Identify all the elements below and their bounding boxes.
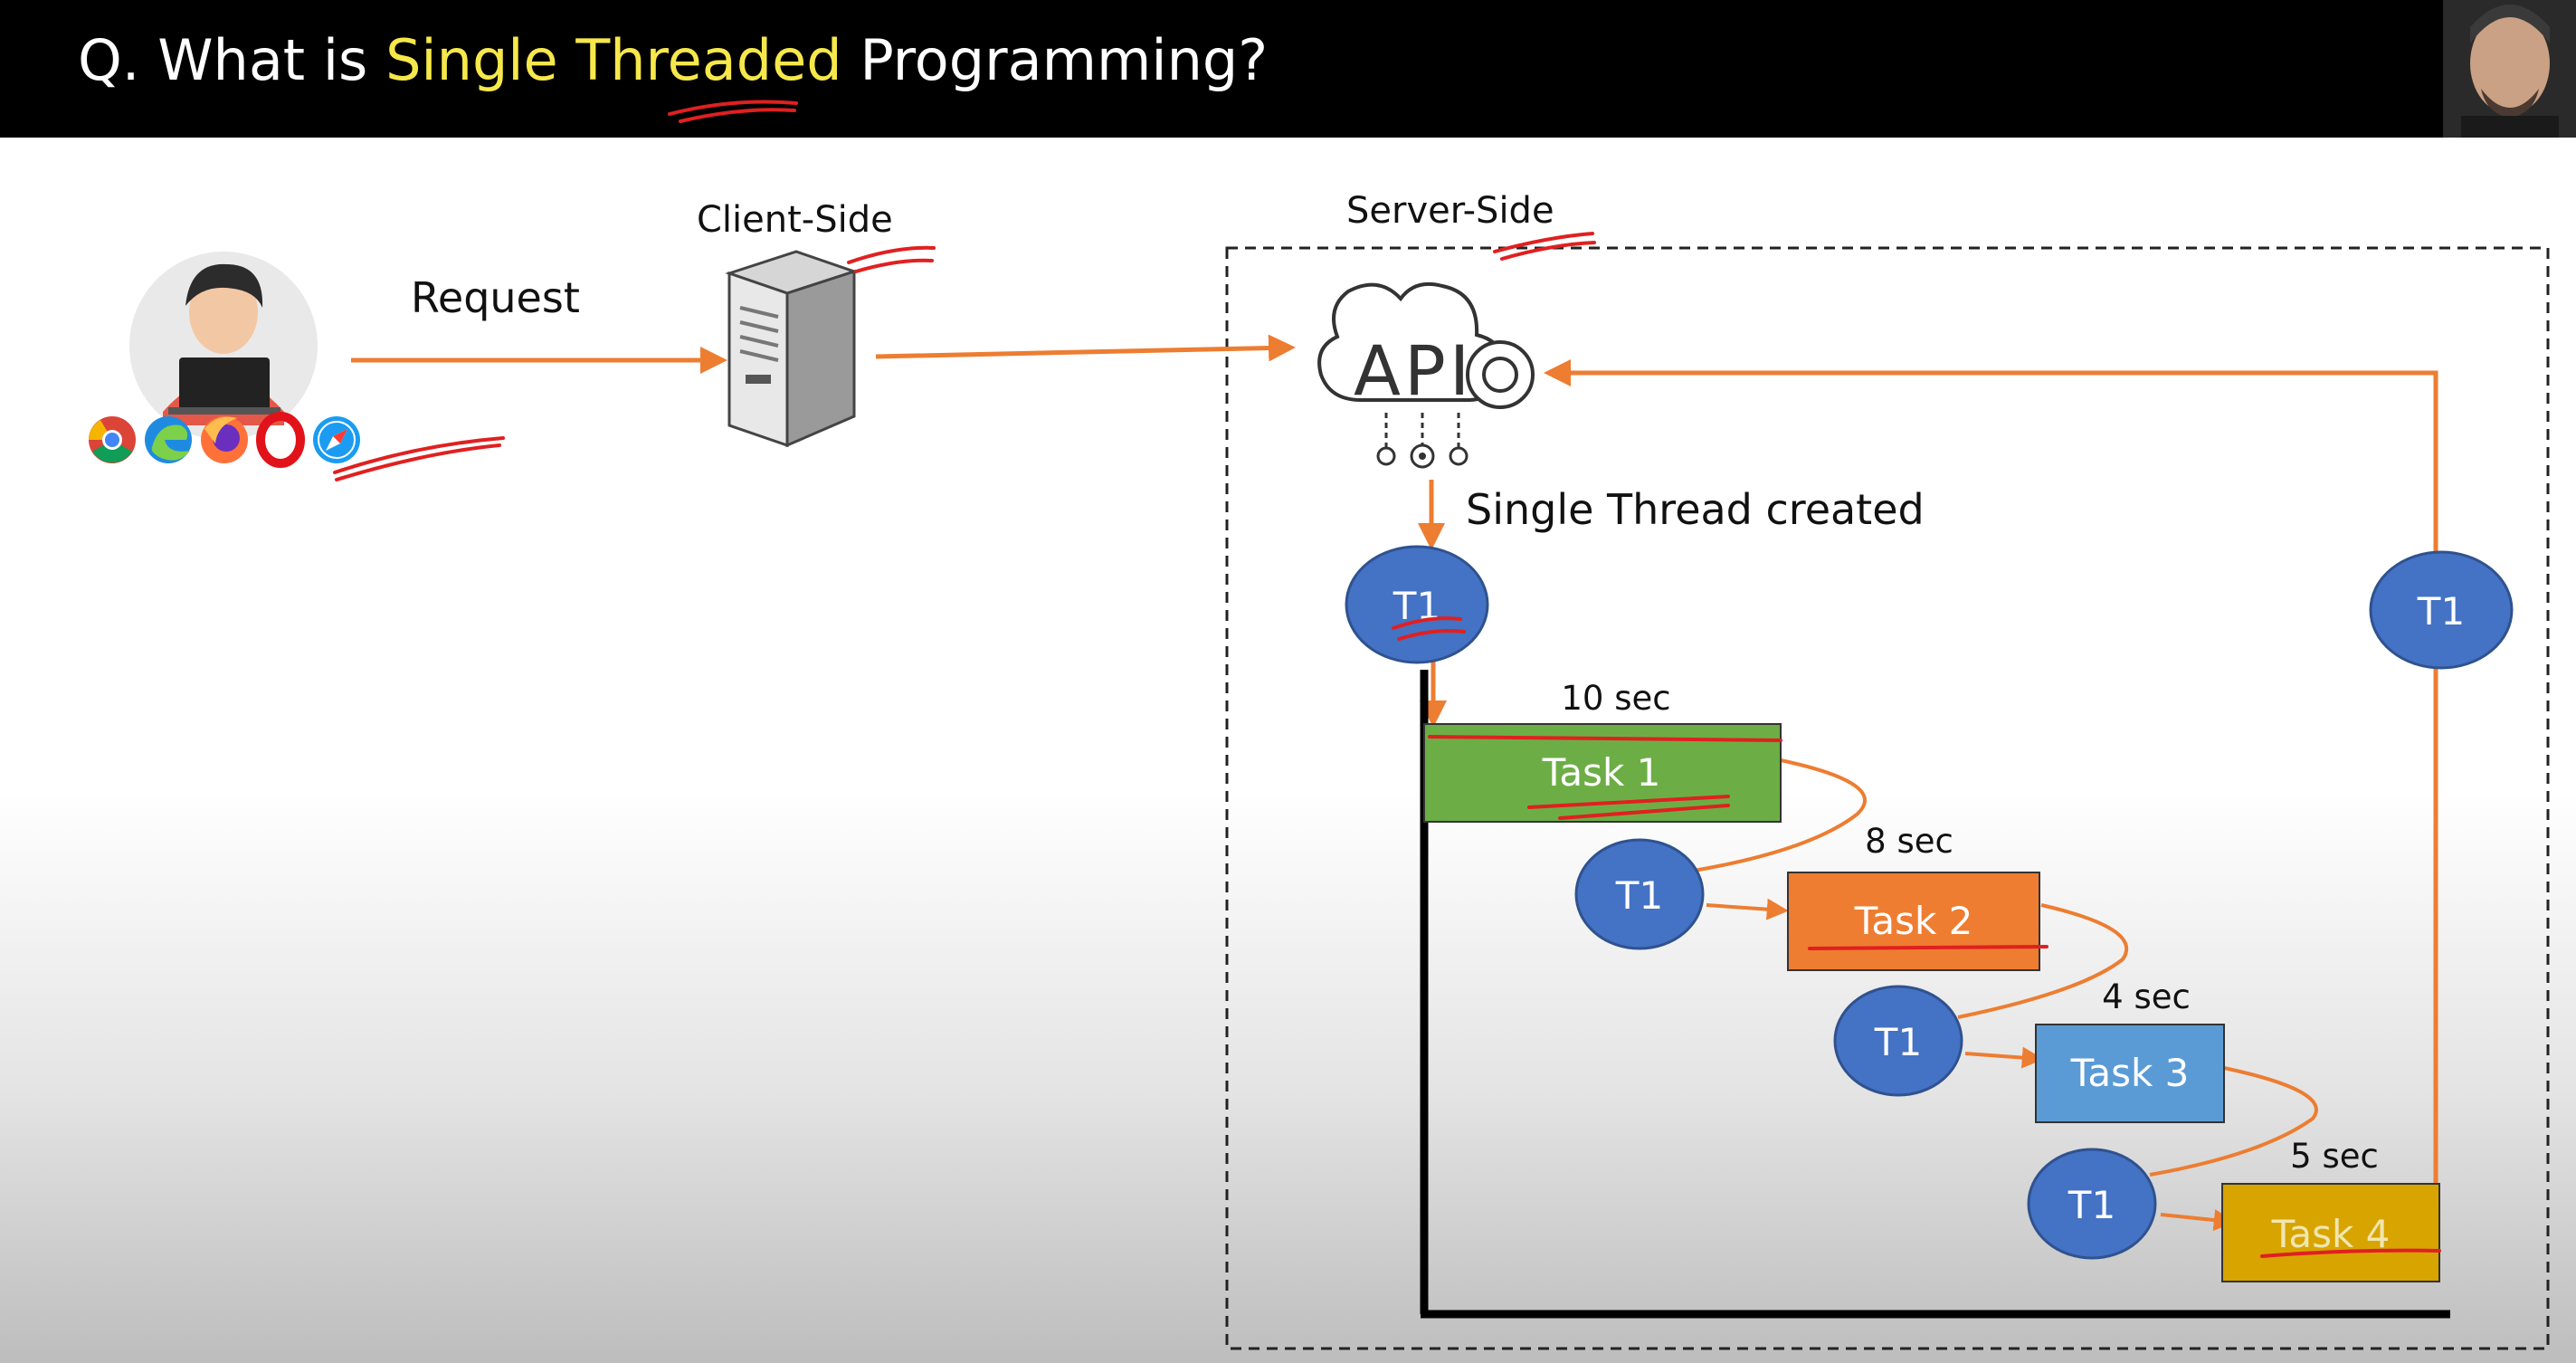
thread-node-4: T1 <box>2027 1148 2157 1260</box>
thread-label: T1 <box>2067 1183 2115 1227</box>
opera-icon <box>256 412 305 468</box>
client-to-api-arrow <box>875 334 1296 362</box>
server-boundary <box>1225 246 2550 1350</box>
server-side-label: Server-Side <box>1346 190 1554 232</box>
title-highlight: Single Threaded <box>385 27 842 93</box>
task-4-duration: 5 sec <box>2290 1137 2379 1176</box>
page-title: Q. What is Single Threaded Programming? <box>78 22 1268 100</box>
return-to-api-arrow <box>1544 359 2438 1231</box>
safari-icon <box>313 416 360 463</box>
task-1-duration: 10 sec <box>1561 679 1670 718</box>
header-bar: Q. What is Single Threaded Programming? <box>0 0 2576 138</box>
client-side-label: Client-Side <box>697 199 893 241</box>
thread-node-3: T1 <box>1833 985 1963 1097</box>
connector-task3-thread <box>2149 1066 2318 1177</box>
task-3: Task 3 4 sec <box>2035 977 2225 1123</box>
thread-label: T1 <box>1615 873 1663 918</box>
task-1: Task 1 10 sec <box>1423 679 1782 823</box>
task-3-label: Task 3 <box>2070 1051 2190 1095</box>
presenter-avatar <box>2443 0 2576 138</box>
thread3-to-task3-arrow <box>1964 1046 2044 1069</box>
thread2-to-task2-arrow <box>1706 898 1789 920</box>
api-cloud-icon: API <box>1317 281 1535 469</box>
task-2-duration: 8 sec <box>1865 822 1953 861</box>
title-suffix: Programming? <box>841 27 1269 93</box>
firefox-icon <box>201 416 248 463</box>
task-2-box <box>1787 872 2040 971</box>
task-3-duration: 4 sec <box>2102 977 2191 1016</box>
task-4-box <box>2221 1183 2440 1282</box>
connector-task1-thread <box>1693 758 1867 872</box>
thread4-to-task4-arrow <box>2160 1209 2236 1231</box>
request-label: Request <box>411 273 580 322</box>
thread-label: T1 <box>1874 1020 1922 1064</box>
thread-created-label: Single Thread created <box>1466 485 1925 534</box>
title-prefix: Q. What is <box>78 27 386 93</box>
task-4: Task 4 5 sec <box>2221 1137 2440 1282</box>
server-icon <box>725 250 859 448</box>
task-3-box <box>2035 1024 2225 1123</box>
connector-task2-thread <box>1957 903 2129 1019</box>
task-2-label: Task 2 <box>1854 899 1973 943</box>
thread-node-2: T1 <box>1574 838 1705 950</box>
task-2: Task 2 8 sec <box>1787 822 2040 971</box>
task-1-label: Task 1 <box>1542 750 1661 795</box>
api-label: API <box>1354 330 1473 411</box>
user-avatar <box>129 252 318 440</box>
thread-node-main: T1 <box>1345 545 1489 664</box>
thread-label: T1 <box>2417 589 2465 634</box>
thread-node-return: T1 <box>2369 550 2514 670</box>
red-annotations <box>333 100 2441 1258</box>
task-4-label: Task 4 <box>2271 1212 2391 1256</box>
chrome-icon <box>89 416 136 463</box>
edge-icon <box>145 416 192 463</box>
